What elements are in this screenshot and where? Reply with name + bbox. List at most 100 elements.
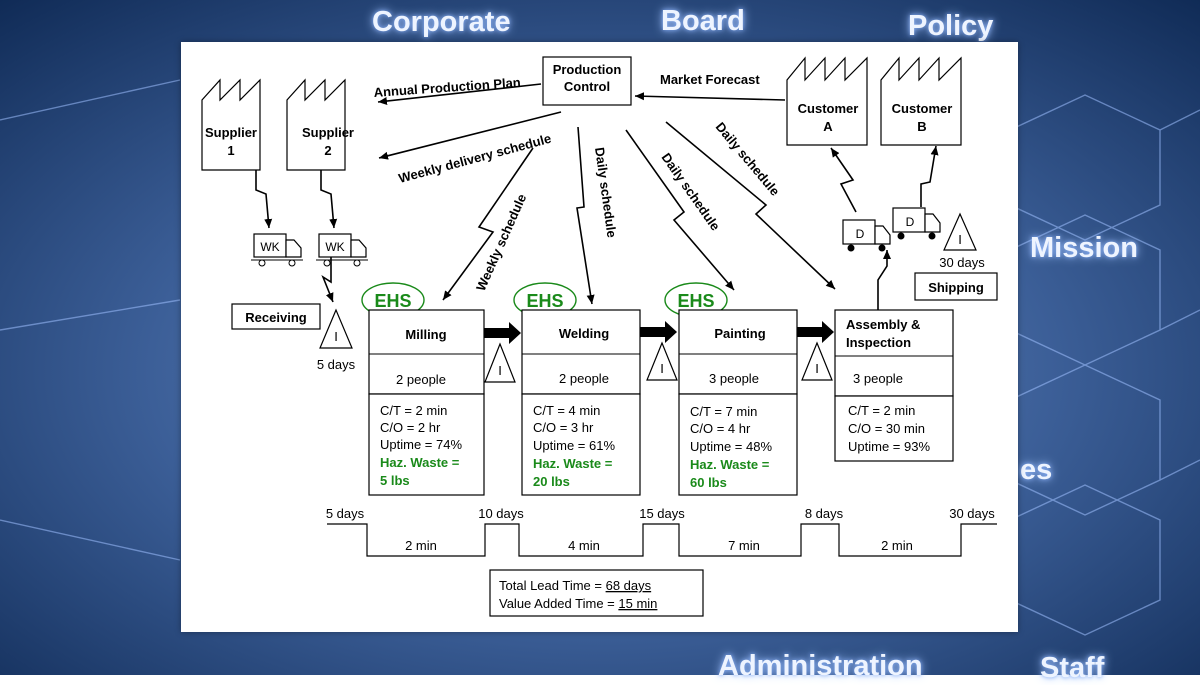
production-control-line1: Production [553,62,622,77]
supplier-2-line2: 2 [324,143,331,158]
timeline-time-1: 2 min [405,538,437,553]
receiving-inventory-days: 5 days [317,357,356,372]
painting-waste-value: 60 lbs [690,475,727,490]
timeline-days-4: 8 days [805,506,844,521]
welding-waste-value: 20 lbs [533,474,570,489]
supplier-1-line2: 1 [227,143,234,158]
process-assembly-name-line1: Assembly & [846,317,920,332]
customer-a-factory: Customer A [786,56,868,146]
timeline-days-5: 30 days [949,506,995,521]
data-box-painting [678,393,798,496]
process-assembly-inspection: Assembly & Inspection 3 people C/T = 2 m… [834,309,954,462]
timeline-time-2: 4 min [568,538,600,553]
customer-a-line1: Customer [798,101,859,116]
supplier-truck-2-label: WK [325,240,344,254]
customer-b-signal-arrow [920,145,939,207]
total-lead-time-value: 68 days [606,578,652,593]
bg-word-mission: Mission [1030,232,1138,264]
production-control-line2: Control [564,79,610,94]
process-welding-people: 2 people [559,371,609,386]
shipping-inventory-days: 30 days [939,255,985,270]
svg-text:EHS: EHS [374,291,411,311]
milling-waste-label: Haz. Waste = [380,455,460,470]
timeline-days-1: 5 days [326,506,365,521]
assembly-ct: C/T = 2 min [848,403,915,418]
supplier-2-signal-arrow [320,170,338,229]
supplier-2-factory: Supplier 2 [286,78,354,171]
market-forecast-arrow [634,92,786,101]
push-arrow-3 [797,321,834,343]
bg-word-board: Board [661,5,745,37]
value-added-time-value: 15 min [618,596,657,611]
bg-word-policy: Policy [908,10,994,42]
supplier-truck-2: WK [316,233,368,267]
daily-schedule-arrow-painting [625,129,735,291]
total-lead-time-label: Total Lead Time = [499,578,606,593]
customer-a-signal-arrow [830,147,857,213]
process-painting-name: Painting [714,326,765,341]
data-box-assembly [834,395,954,462]
daily-schedule-label-assembly: Daily schedule [713,119,783,198]
weekly-schedule-arrow [442,147,534,301]
daily-schedule-label-painting: Daily schedule [659,150,724,233]
painting-uptime: Uptime = 48% [690,439,772,454]
process-milling: Milling 2 people C/T = 2 min C/O = 2 hr … [368,309,485,496]
receiving-inventory-triangle: I [319,308,353,349]
painting-waste-label: Haz. Waste = [690,457,770,472]
push-arrow-1 [484,322,521,344]
inventory-triangle-3: I [801,341,833,381]
production-control-box: Production Control [542,56,632,106]
shipping-box: Shipping [914,272,998,301]
process-painting-people: 3 people [709,371,759,386]
summary-box: Total Lead Time = 68 days Value Added Ti… [489,569,704,617]
shipping-label: Shipping [928,280,984,295]
customer-b-line2: B [917,119,926,134]
svg-text:I: I [815,361,819,376]
process-welding: Welding 2 people C/T = 4 min C/O = 3 hr … [521,309,641,496]
assembly-co: C/O = 30 min [848,421,925,436]
daily-schedule-arrow-assembly [665,121,836,290]
value-added-time-label: Value Added Time = [499,596,618,611]
painting-co: C/O = 4 hr [690,421,751,436]
process-milling-name: Milling [405,327,446,342]
shipping-inventory-symbol: I [958,232,962,247]
painting-ct: C/T = 7 min [690,404,757,419]
receiving-box: Receiving [231,303,321,330]
customer-truck-2: D [892,207,941,240]
customer-b-factory: Customer B [880,56,962,146]
total-lead-time: Total Lead Time = 68 days [499,578,652,593]
supplier-truck-1: WK [251,233,303,267]
svg-text:EHS: EHS [677,291,714,311]
customer-truck-1: D [842,219,891,252]
supplier-2-line1: Supplier [302,125,354,140]
shipping-signal-arrow [877,250,891,310]
bg-word-staff: Staff [1040,652,1105,684]
welding-ct: C/T = 4 min [533,403,600,418]
milling-ct: C/T = 2 min [380,403,447,418]
inventory-triangle-2: I [646,341,678,381]
customer-b-line1: Customer [892,101,953,116]
process-painting: Painting 3 people C/T = 7 min C/O = 4 hr… [678,309,798,496]
receiving-inventory-symbol: I [334,329,338,344]
customer-truck-2-label: D [906,215,915,229]
timeline-days-2: 10 days [478,506,524,521]
timeline-days-3: 15 days [639,506,685,521]
receiving-label: Receiving [245,310,306,325]
data-box-milling [368,393,485,496]
weekly-delivery-label: Weekly delivery schedule [397,131,553,186]
process-milling-people: 2 people [396,372,446,387]
bg-word-corporate: Corporate [372,6,511,38]
daily-schedule-arrow-welding [576,126,595,305]
supplier-1-signal-arrow [255,170,273,229]
annual-plan-label: Annual Production Plan [373,75,521,100]
shipping-inventory-triangle: I [943,212,977,251]
bg-word-administration: Administration [718,650,923,682]
inventory-triangle-1: I [484,342,516,383]
welding-waste-label: Haz. Waste = [533,456,613,471]
receiving-signal-arrow [321,257,334,303]
value-added-time: Value Added Time = 15 min [499,596,657,611]
daily-schedule-label-welding: Daily schedule [592,146,620,238]
svg-text:EHS: EHS [526,291,563,311]
supplier-1-factory: Supplier 1 [201,78,261,171]
timeline-ladder [327,523,997,557]
